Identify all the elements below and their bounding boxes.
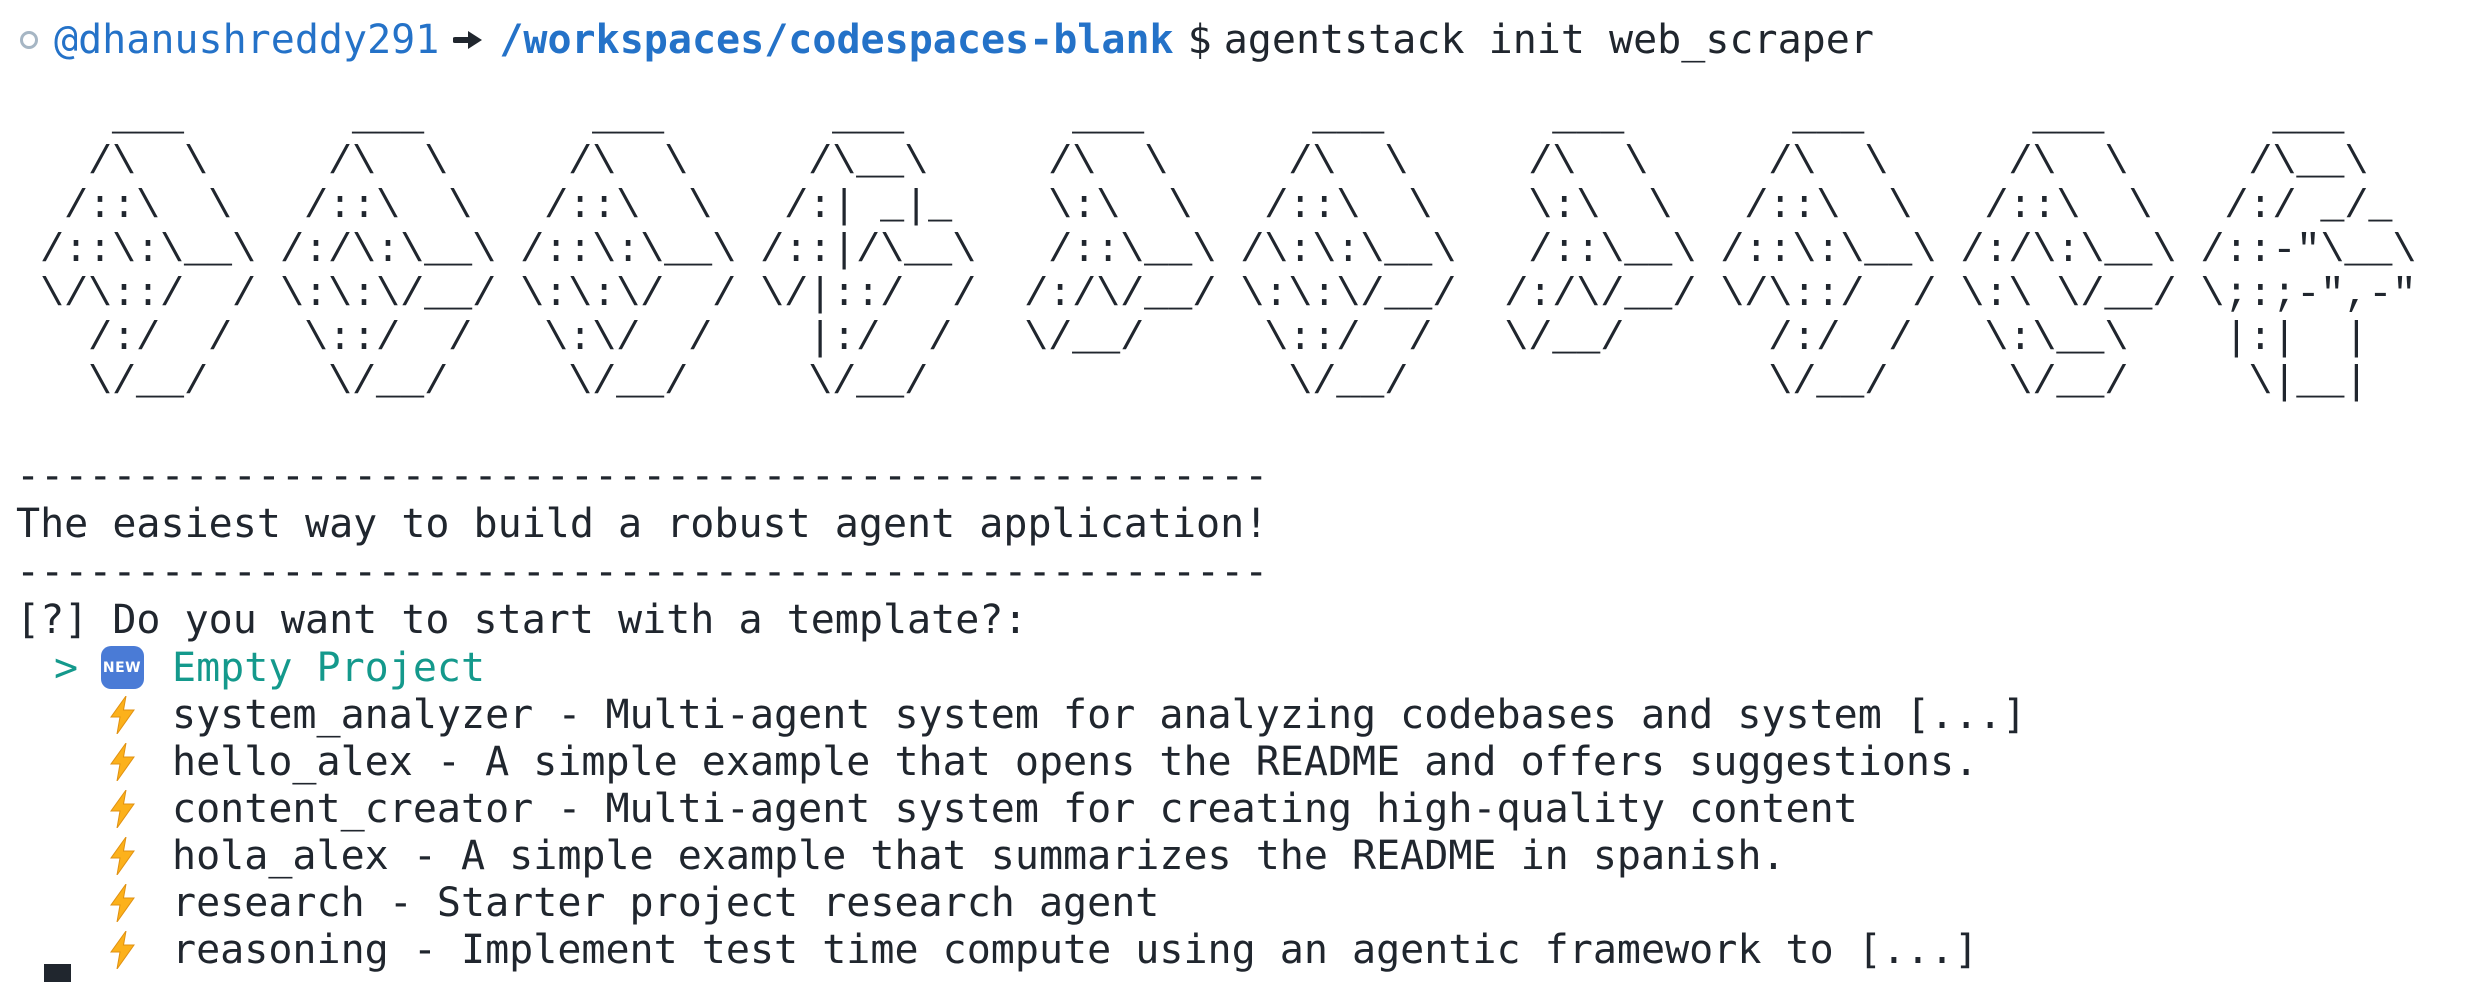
banner: ----------------------------------------…: [16, 452, 2482, 596]
template-option-content-creator[interactable]: content_creator - Multi-agent system for…: [16, 785, 2482, 832]
lightning-emoji-icon: [100, 883, 144, 922]
template-option-label: reasoning - Implement test time compute …: [172, 926, 1979, 973]
command-decoration-circle-icon[interactable]: [20, 31, 38, 49]
terminal-cursor: [44, 964, 71, 982]
template-option-label: hola_alex - A simple example that summar…: [172, 832, 1786, 879]
template-option-label: content_creator - Multi-agent system for…: [172, 785, 1858, 832]
template-question: [?] Do you want to start with a template…: [16, 597, 1028, 643]
agentstack-ascii-logo: ___ ___ ___ ___ ___ ___ ___ ___ ___ ___ …: [40, 97, 2417, 406]
template-option-hello-alex[interactable]: hello_alex - A simple example that opens…: [16, 738, 2482, 785]
lightning-emoji-icon: [100, 695, 144, 734]
banner-divider-bottom: ----------------------------------------…: [16, 549, 1269, 595]
template-option-label: hello_alex - A simple example that opens…: [172, 738, 1979, 785]
prompt-arrow-icon: [453, 28, 485, 52]
template-option-label: research - Starter project research agen…: [172, 879, 1160, 926]
template-option-label: system_analyzer - Multi-agent system for…: [172, 691, 2027, 738]
selection-pointer: >: [54, 644, 79, 691]
template-option-label: Empty Project: [172, 644, 486, 691]
prompt-username: @dhanushreddy291: [54, 17, 440, 63]
banner-tagline: The easiest way to build a robust agent …: [16, 501, 1269, 547]
lightning-emoji-icon: [100, 789, 144, 828]
prompt-cwd: /workspaces/codespaces-blank: [499, 17, 1174, 63]
lightning-emoji-icon: [100, 836, 144, 875]
template-option-system-analyzer[interactable]: system_analyzer - Multi-agent system for…: [16, 691, 2482, 738]
template-option-reasoning[interactable]: reasoning - Implement test time compute …: [16, 926, 2482, 973]
template-list: > NEW Empty Project system_analyzer - Mu…: [16, 644, 2482, 973]
lightning-emoji-icon: [100, 742, 144, 781]
new-button-emoji-icon: NEW: [100, 646, 144, 689]
template-option-hola-alex[interactable]: hola_alex - A simple example that summar…: [16, 832, 2482, 879]
template-option-empty-project[interactable]: > NEW Empty Project: [16, 644, 2482, 691]
template-option-research[interactable]: research - Starter project research agen…: [16, 879, 2482, 926]
prompt-dollar-sign: $: [1187, 17, 1212, 63]
banner-divider-top: ----------------------------------------…: [16, 453, 1269, 499]
prompt-line: @dhanushreddy291 /workspaces/codespaces-…: [16, 14, 2482, 66]
prompt-command-text: agentstack init web_scraper: [1223, 17, 1874, 63]
lightning-emoji-icon: [100, 930, 144, 969]
